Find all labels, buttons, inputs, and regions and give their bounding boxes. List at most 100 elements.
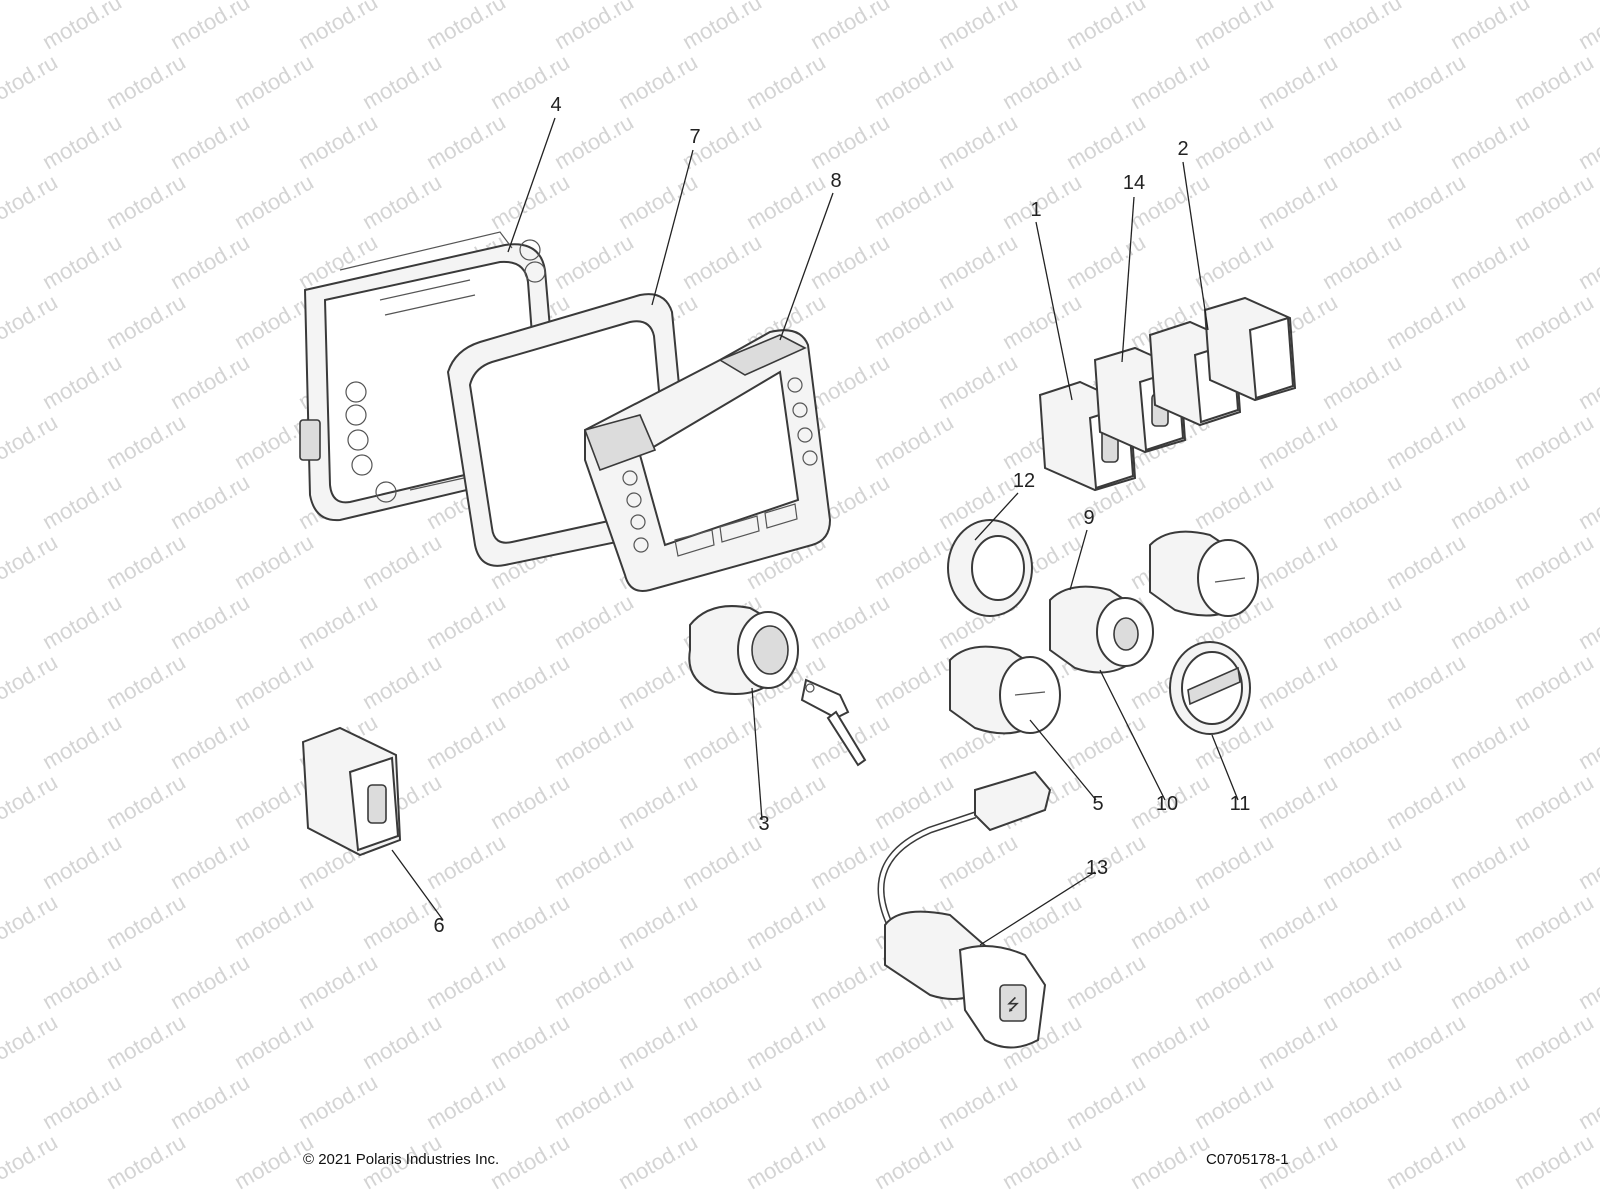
watermark-text: motod.ru xyxy=(166,109,254,174)
watermark-text: motod.ru xyxy=(1190,229,1278,294)
watermark-text: motod.ru xyxy=(934,229,1022,294)
watermark-text: motod.ru xyxy=(1574,349,1600,414)
watermark-text: motod.ru xyxy=(1318,949,1406,1014)
watermark-text: motod.ru xyxy=(806,0,894,54)
watermark-text: motod.ru xyxy=(1318,109,1406,174)
watermark-text: motod.ru xyxy=(1382,1009,1470,1074)
watermark-text: motod.ru xyxy=(294,109,382,174)
callout-6: 6 xyxy=(433,915,444,937)
callout-4: 4 xyxy=(550,94,561,116)
watermark-text: motod.ru xyxy=(294,1069,382,1134)
watermark-text: motod.ru xyxy=(166,0,254,54)
watermark-text: motod.ru xyxy=(230,529,318,594)
watermark-text: motod.ru xyxy=(870,1009,958,1074)
watermark-text: motod.ru xyxy=(678,1069,766,1134)
watermark-text: motod.ru xyxy=(1510,1129,1598,1194)
part-6-rocker-switch xyxy=(301,726,402,857)
watermark-text: motod.ru xyxy=(1254,529,1342,594)
blank-rocker-switch xyxy=(1203,296,1297,402)
watermark-text: motod.ru xyxy=(1510,769,1598,834)
watermark-text: motod.ru xyxy=(1254,49,1342,114)
watermark-text: motod.ru xyxy=(550,229,638,294)
watermark-text: motod.ru xyxy=(870,409,958,474)
copyright-notice: © 2021 Polaris Industries Inc. xyxy=(303,1151,500,1168)
watermark-text: motod.ru xyxy=(1254,889,1342,954)
watermark-text: motod.ru xyxy=(358,649,446,714)
watermark-text: motod.ru xyxy=(806,949,894,1014)
watermark-text: motod.ru xyxy=(166,229,254,294)
polaris-logo xyxy=(1187,666,1241,706)
watermark-text: motod.ru xyxy=(422,1069,510,1134)
watermark-text: motod.ru xyxy=(1062,1069,1150,1134)
watermark-text: motod.ru xyxy=(1126,1129,1214,1194)
part-11-outlet-cap xyxy=(1169,641,1251,735)
watermark-text: motod.ru xyxy=(998,169,1086,234)
watermark-text: motod.ru xyxy=(614,169,702,234)
watermark-text: motod.ru xyxy=(1126,889,1214,954)
watermark-text: motod.ru xyxy=(742,1129,830,1194)
watermark-text: motod.ru xyxy=(742,49,830,114)
watermark-text: motod.ru xyxy=(102,409,190,474)
part-3-ignition-switch xyxy=(688,605,867,767)
watermark-text: motod.ru xyxy=(1510,529,1598,594)
callout-labels: 4 7 8 1 14 2 12 9 3 5 10 11 13 6 xyxy=(433,94,1250,937)
watermark-text: motod.ru xyxy=(230,49,318,114)
watermark-text: motod.ru xyxy=(38,109,126,174)
watermark-text: motod.ru xyxy=(102,49,190,114)
watermark-text: motod.ru xyxy=(0,169,62,234)
watermark-text: motod.ru xyxy=(0,289,62,354)
watermark-text: motod.ru xyxy=(1446,1069,1534,1134)
watermark-text: motod.ru xyxy=(870,1129,958,1194)
watermark-text: motod.ru xyxy=(678,829,766,894)
watermark-text: motod.ru xyxy=(422,829,510,894)
watermark-text: motod.ru xyxy=(38,829,126,894)
watermark-text: motod.ru xyxy=(166,829,254,894)
watermark-text: motod.ru xyxy=(1382,49,1470,114)
watermark-text: motod.ru xyxy=(1510,169,1598,234)
watermark-text: motod.ru xyxy=(422,109,510,174)
watermark-text: motod.ru xyxy=(1062,0,1150,54)
watermark-text: motod.ru xyxy=(38,229,126,294)
watermark-text: motod.ru xyxy=(1318,1069,1406,1134)
watermark-text: motod.ru xyxy=(1510,49,1598,114)
watermark-text: motod.ru xyxy=(166,469,254,534)
watermark-text: motod.ru xyxy=(422,709,510,774)
watermark-text: motod.ru xyxy=(358,1009,446,1074)
watermark-text: motod.ru xyxy=(806,589,894,654)
watermark-text: motod.ru xyxy=(38,589,126,654)
watermark-text: motod.ru xyxy=(550,949,638,1014)
watermark-text: motod.ru xyxy=(998,289,1086,354)
watermark-text: motod.ru xyxy=(870,529,958,594)
watermark-text: motod.ru xyxy=(230,649,318,714)
watermark-text: motod.ru xyxy=(870,169,958,234)
watermark-text: motod.ru xyxy=(806,1069,894,1134)
watermark-text: motod.ru xyxy=(1382,529,1470,594)
watermark-text: motod.ru xyxy=(1510,1009,1598,1074)
watermark-text: motod.ru xyxy=(1446,229,1534,294)
watermark-text: motod.ru xyxy=(742,769,830,834)
callout-11: 11 xyxy=(1230,793,1251,815)
watermark-text: motod.ru xyxy=(1126,49,1214,114)
watermark-text: motod.ru xyxy=(486,169,574,234)
watermark-text: motod.ru xyxy=(934,1069,1022,1134)
watermark-text: motod.ru xyxy=(934,109,1022,174)
watermark-text: motod.ru xyxy=(1574,589,1600,654)
watermark-text: motod.ru xyxy=(1382,1129,1470,1194)
watermark-text: motod.ru xyxy=(806,229,894,294)
watermark-text: motod.ru xyxy=(678,709,766,774)
watermark-text: motod.ru xyxy=(1446,469,1534,534)
watermark-text: motod.ru xyxy=(1446,949,1534,1014)
power-outlet-upper xyxy=(1149,530,1259,617)
part-8-bezel xyxy=(583,329,832,592)
watermark-text: motod.ru xyxy=(1446,349,1534,414)
watermark-text: motod.ru xyxy=(1190,949,1278,1014)
watermark-text: motod.ru xyxy=(1446,0,1534,54)
watermark-text: motod.ru xyxy=(1190,109,1278,174)
watermark-text: motod.ru xyxy=(1574,0,1600,54)
watermark-text: motod.ru xyxy=(934,349,1022,414)
watermark-text: motod.ru xyxy=(102,889,190,954)
watermark-text: motod.ru xyxy=(1510,889,1598,954)
watermark-text: motod.ru xyxy=(1254,1009,1342,1074)
watermark-text: motod.ru xyxy=(166,949,254,1014)
